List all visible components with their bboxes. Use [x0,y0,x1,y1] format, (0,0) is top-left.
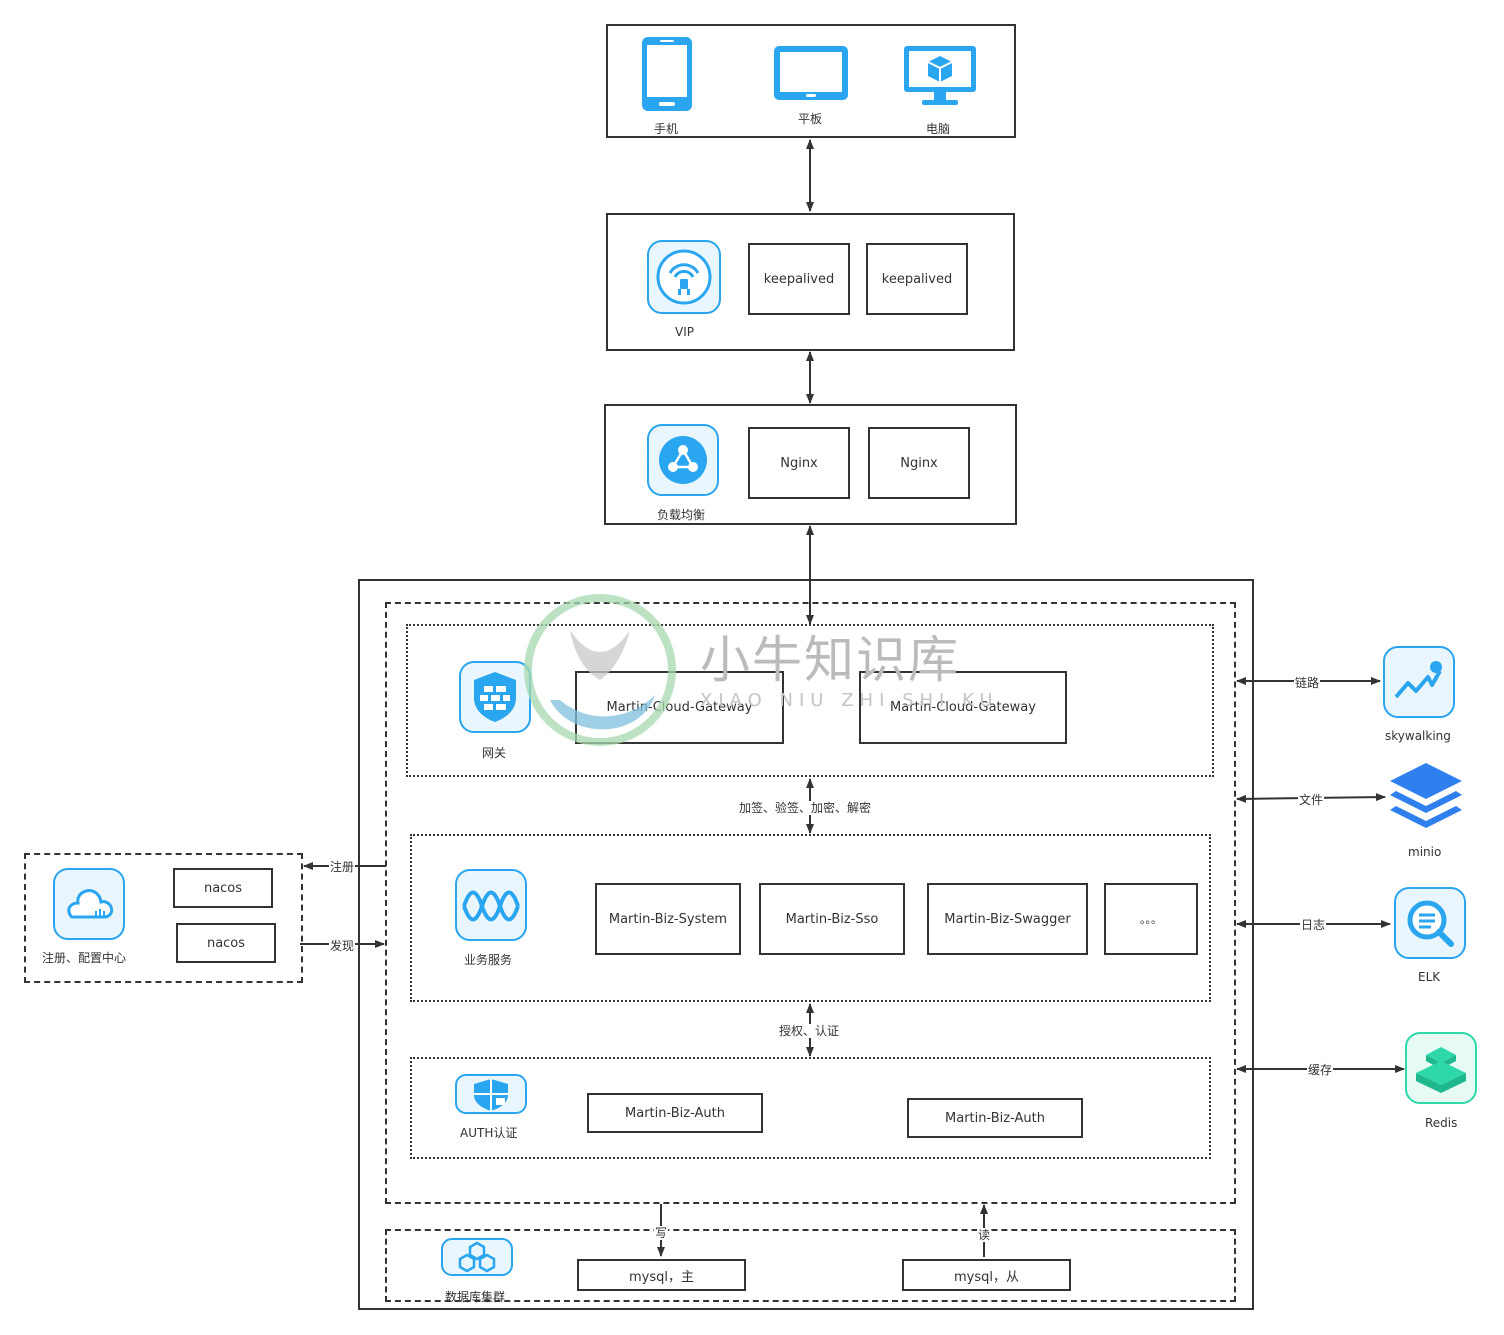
gateway-node-2: Martin-Cloud-Gateway [859,671,1067,744]
phone-label: 手机 [654,122,679,136]
elk-search-icon [1394,887,1466,959]
registry-label: 注册、配置中心 [42,951,127,965]
watermark-title: 小牛知识库 [700,631,960,689]
skywalking-edge-label: 链路 [1294,676,1321,690]
services-dashed-box [385,602,1236,1204]
db-label: 数据库集群 [445,1290,506,1304]
biz-node-swagger: Martin-Biz-Swagger [927,883,1088,955]
watermark-logo [524,594,676,746]
elk-label: ELK [1418,970,1441,984]
minio-label: minio [1408,845,1442,859]
gateway-section: 网关 Martin-Cloud-Gateway Martin-Cloud-Gat… [406,624,1214,777]
firewall-icon [459,661,531,733]
discover-edge-label: 发现 [329,939,356,953]
gateway-biz-edge-label: 加签、验签、加密、解密 [738,801,873,815]
phone-icon [642,37,692,111]
db-read-label: 读 [977,1228,992,1242]
auth-shield-icon [455,1074,527,1114]
biz-auth-edge-label: 授权、认证 [778,1024,841,1038]
minio-icon [1390,763,1462,828]
skywalking-label: skywalking [1385,729,1451,743]
pc-icon [904,46,976,105]
vip-node-1: keepalived [748,243,850,315]
registry-node-1: nacos [173,868,273,908]
db-master-node: mysql，主 [577,1259,746,1291]
auth-node-2: Martin-Biz-Auth [907,1098,1083,1138]
redis-icon [1405,1032,1477,1104]
load-balancer-icon [647,424,719,496]
auth-label: AUTH认证 [460,1126,518,1140]
vip-label: VIP [675,325,694,339]
biz-label: 业务服务 [464,953,513,967]
auth-section: AUTH认证 Martin-Biz-Auth Martin-Biz-Auth [410,1057,1211,1159]
lb-box: 负载均衡 Nginx Nginx [604,404,1017,525]
database-cluster-icon [441,1238,513,1276]
db-slave-node: mysql，从 [902,1259,1071,1291]
vip-box: VIP keepalived keepalived [606,213,1015,351]
vip-icon [647,240,721,314]
lb-node-2: Nginx [868,427,970,499]
tablet-label: 平板 [798,112,823,126]
biz-node-sso: Martin-Biz-Sso [759,883,905,955]
vip-node-2: keepalived [866,243,968,315]
cloud-icon [53,868,125,940]
registry-node-2: nacos [176,923,276,963]
register-edge-label: 注册 [329,860,356,874]
biz-section: 业务服务 Martin-Biz-System Martin-Biz-Sso Ma… [410,834,1211,1002]
skywalking-icon [1383,646,1455,718]
pc-label: 电脑 [926,122,951,136]
biz-node-system: Martin-Biz-System [595,883,741,955]
auth-node-1: Martin-Biz-Auth [587,1093,763,1133]
clients-box: 手机 平板 电脑 [606,24,1016,138]
cluster-outer-box [358,579,1254,1310]
lb-label: 负载均衡 [657,508,706,522]
tablet-icon [774,46,848,100]
minio-edge-label: 文件 [1298,793,1325,807]
redis-edge-label: 缓存 [1307,1063,1334,1077]
watermark-subtitle: XIAO NIU ZHI SHI KU [700,690,999,711]
registry-section: 注册、配置中心 nacos nacos [24,853,303,983]
lb-node-1: Nginx [748,427,850,499]
db-section: 数据库集群 mysql，主 mysql，从 [385,1229,1236,1304]
db-write-label: 写 [654,1226,669,1240]
gateway-label: 网关 [482,746,507,760]
redis-label: Redis [1425,1116,1458,1130]
elk-edge-label: 日志 [1300,918,1327,932]
wave-service-icon [455,869,527,941]
biz-node-more: 。。。 [1104,883,1198,955]
